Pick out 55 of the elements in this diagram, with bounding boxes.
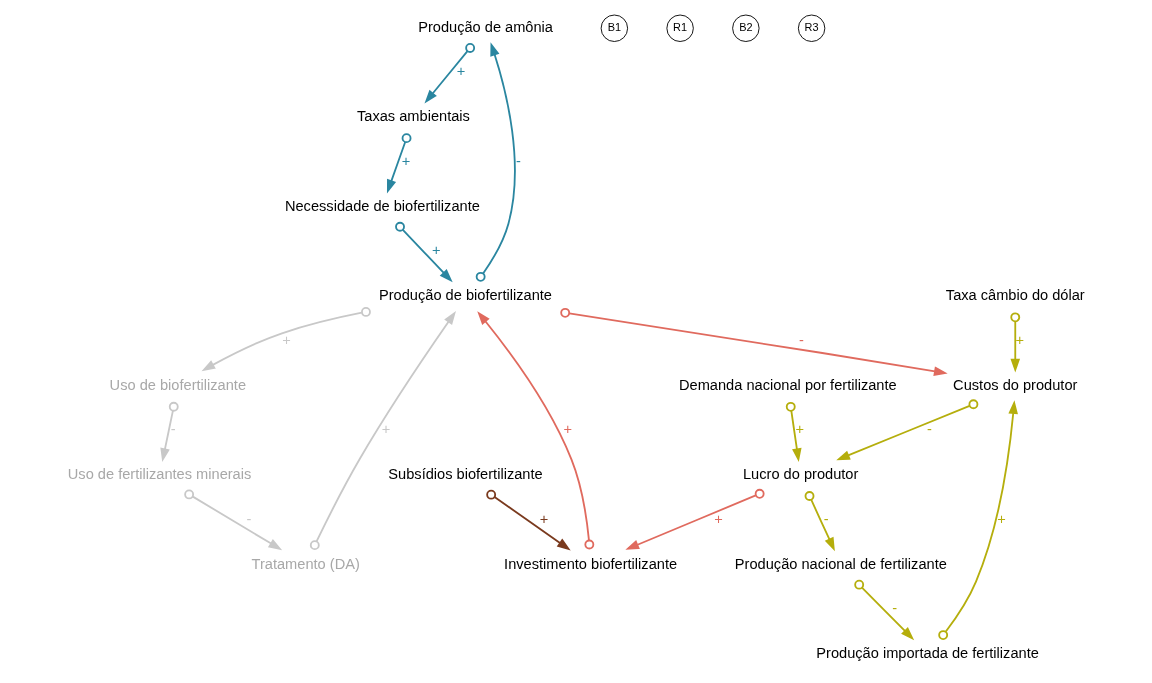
node-text: Produção nacional de fertilizante [734,555,947,572]
arrow [625,488,765,550]
edge-label: - [170,421,176,438]
edge-label: - [892,600,898,617]
arrow [184,489,283,551]
arrow [804,491,835,552]
node-text: Produção de amônia [418,18,553,35]
node-text: Custos do produtor [953,376,1078,393]
node-text: Subsídios biofertilizante [388,466,543,483]
edge-label: + [381,421,391,438]
edge-label: + [563,421,573,438]
label: R1 [673,21,688,34]
arrow [785,401,802,463]
arrow [201,306,371,372]
node-text: Taxa câmbio do dólar [945,287,1085,304]
arrow [1010,312,1021,373]
edge-label: + [401,152,411,169]
edge-label: - [926,421,932,438]
edge-label: + [282,331,291,348]
node-text: Uso de biofertilizante [109,376,247,393]
node-text: Uso de fertilizantes minerais [67,466,252,483]
edge-label: - [516,152,521,169]
arrow [560,307,948,376]
label: B2 [739,21,753,34]
arrow [424,43,476,104]
node-text: Taxas ambientais [357,108,470,125]
node-text: Produção importada de fertilizante [816,645,1039,662]
label: R3 [804,21,819,34]
edge-label: + [997,510,1006,527]
edge-label: - [823,510,829,527]
edge-label: + [432,242,441,259]
edge-label: - [799,331,805,348]
arrow [486,489,571,551]
arrow [475,42,516,282]
edge-label: + [795,421,805,438]
arrow [160,401,179,462]
edge-label: + [1015,331,1025,348]
arrow [395,221,453,283]
node-text: Produção de biofertilizante [379,287,552,304]
arrow [386,133,412,194]
node-text: Necessidade de biofertilizante [284,197,480,214]
edge-label: + [539,510,549,527]
node-text: Investimento biofertilizante [504,555,678,572]
arrow [938,400,1018,640]
node-text: Demanda nacional por fertilizante [679,376,897,393]
node-text: Tratamento (DA) [251,555,360,572]
arrow [309,311,456,551]
edge-label: + [714,510,723,527]
node-text: Lucro do produtor [742,466,859,483]
arrow [477,311,595,550]
label: B1 [607,21,622,34]
edge-label: + [456,63,466,80]
edge-label: - [246,510,252,527]
arrow [836,399,979,461]
arrow [854,579,915,641]
